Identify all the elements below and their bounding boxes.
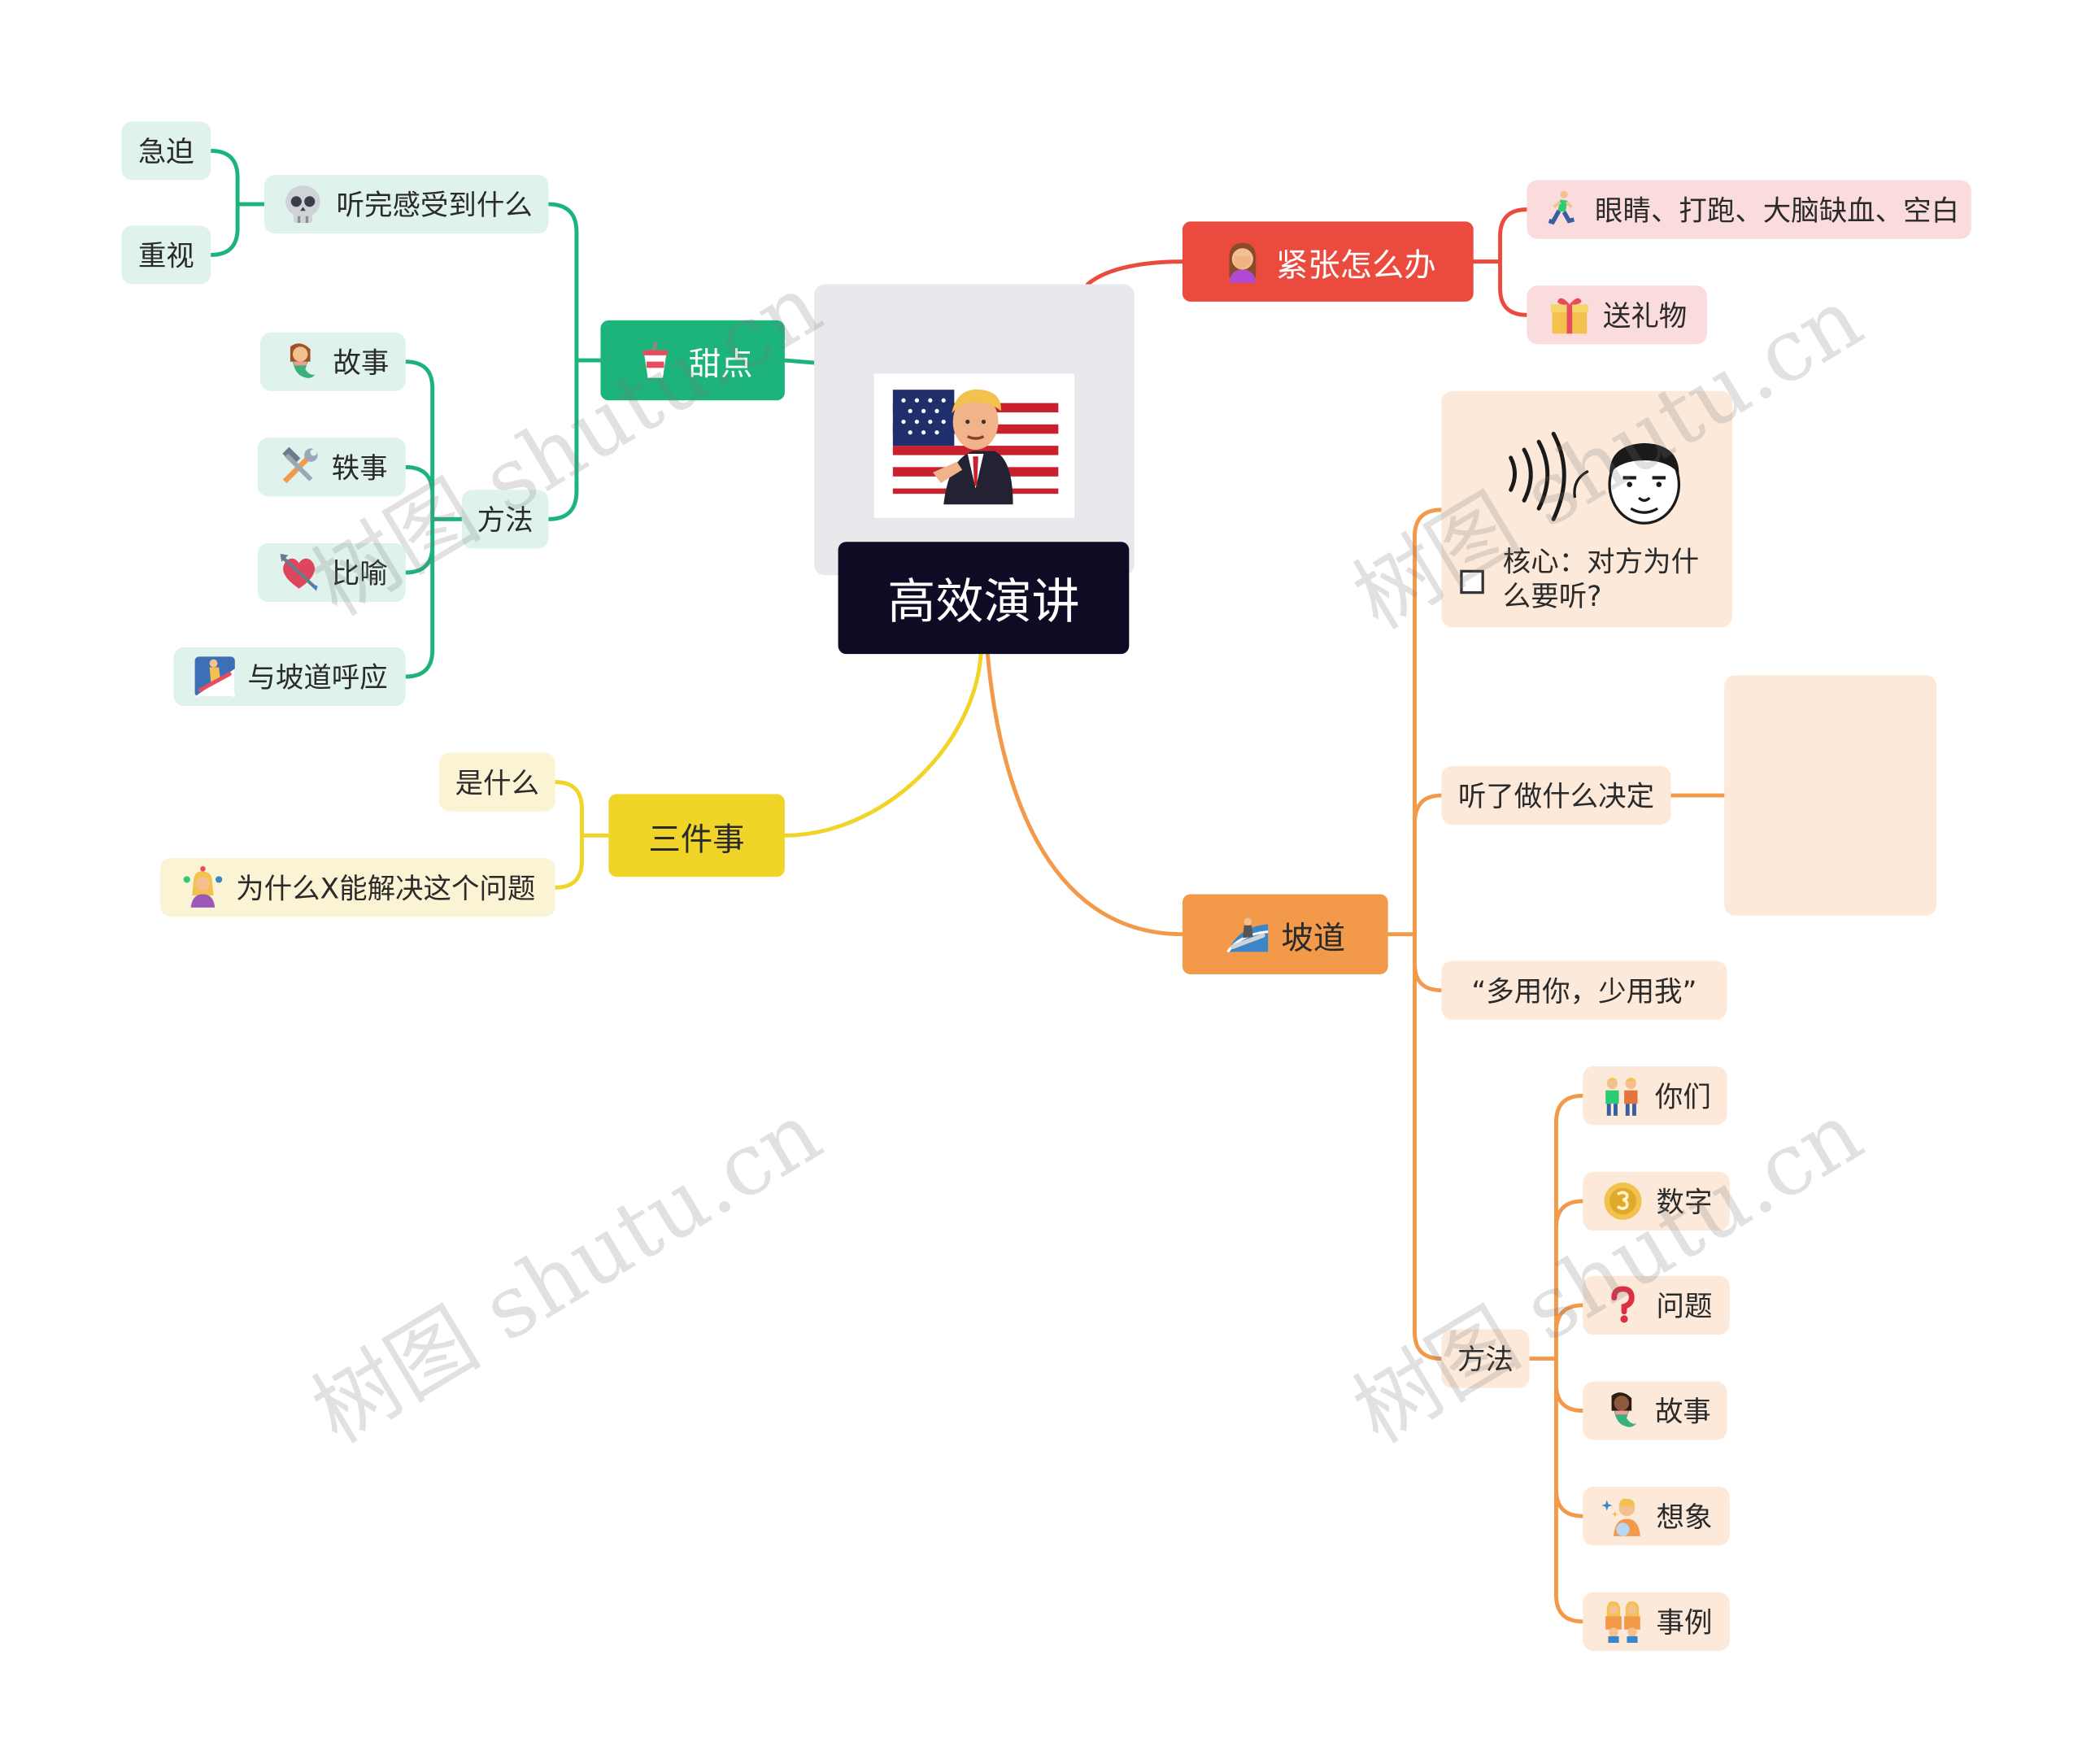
number-coin-icon — [1601, 1178, 1646, 1224]
mermaid-icon — [1599, 1388, 1644, 1434]
ramp-methods-label: 方法 — [1457, 1344, 1514, 1376]
sweet-methods-node[interactable]: 方法 — [461, 490, 549, 549]
central-topic[interactable]: 高效演讲 — [838, 542, 1130, 655]
feel-item-importance[interactable]: 重视 — [121, 225, 211, 285]
juggler-icon — [180, 865, 225, 910]
sweet-method-echo-ramp-label: 与坡道呼应 — [247, 661, 388, 695]
drink-cup-icon — [633, 338, 678, 383]
sweet-method-anecdote[interactable]: 轶事 — [257, 438, 406, 497]
sweet-method-story-label: 故事 — [333, 346, 390, 380]
branch-nervous-label: 紧张怎么办 — [1275, 246, 1436, 284]
heart-arrow-icon — [276, 550, 321, 595]
nervous-item-gift-label: 送礼物 — [1602, 300, 1688, 333]
three-item-why[interactable]: 为什么X能解决这个问题 — [159, 858, 555, 917]
blank-attachment-card — [1724, 675, 1937, 916]
sweet-method-echo-ramp[interactable]: 与坡道呼应 — [173, 647, 406, 707]
ramp-decide-node[interactable]: 听了做什么决定 — [1441, 765, 1671, 825]
ramp-decide-label: 听了做什么决定 — [1457, 781, 1655, 813]
ramp-core-label: 核心：对方为什么要听? — [1502, 546, 1700, 613]
facepalm-icon — [1220, 239, 1265, 285]
branch-ramp-label: 坡道 — [1281, 918, 1346, 956]
feel-item-urgent-label: 急迫 — [137, 136, 194, 168]
sweet-method-metaphor[interactable]: 比喻 — [257, 542, 406, 603]
ramp-method-you-label: 你们 — [1654, 1081, 1711, 1113]
ramp-quote-label: “多用你，少用我” — [1471, 975, 1697, 1008]
sweet-method-anecdote-label: 轶事 — [331, 452, 388, 485]
ramp-quote-node[interactable]: “多用你，少用我” — [1441, 960, 1727, 1020]
question-mark-icon — [1601, 1283, 1646, 1328]
central-topic-label: 高效演讲 — [887, 575, 1080, 630]
nervous-item-symptoms-label: 眼睛、打跑、大脑缺血、空白 — [1595, 194, 1960, 227]
mermaid-icon — [277, 339, 323, 385]
runner-icon — [1539, 187, 1584, 233]
branch-sweet-label: 甜点 — [688, 345, 753, 383]
branch-sweet[interactable]: 甜点 — [600, 320, 785, 401]
branch-nervous[interactable]: 紧张怎么办 — [1182, 221, 1474, 302]
branch-ramp[interactable]: 坡道 — [1182, 894, 1388, 974]
branch-three-things[interactable]: 三件事 — [608, 794, 785, 878]
ramp-method-story[interactable]: 故事 — [1583, 1381, 1727, 1440]
surfer-icon — [1225, 912, 1270, 957]
speaker-portrait-image — [873, 373, 1075, 518]
ramp-method-imagine[interactable]: 想象 — [1583, 1487, 1730, 1546]
ramp-core-card[interactable]: 核心：对方为什么要听? — [1441, 390, 1733, 628]
family-icon — [1601, 1599, 1646, 1644]
three-item-why-label: 为什么X能解决这个问题 — [236, 873, 536, 905]
ramp-method-example[interactable]: 事例 — [1583, 1592, 1730, 1651]
sweet-feel-node[interactable]: 听完感受到什么 — [264, 174, 549, 234]
ramp-method-number-label: 数字 — [1656, 1186, 1713, 1219]
ramp-method-story-label: 故事 — [1654, 1396, 1711, 1428]
branch-three-things-label: 三件事 — [648, 820, 745, 858]
hammer-wrench-icon — [276, 444, 321, 490]
feel-item-urgent[interactable]: 急迫 — [121, 121, 211, 181]
ramp-method-question-label: 问题 — [1656, 1290, 1713, 1323]
ramp-method-imagine-label: 想象 — [1656, 1501, 1713, 1534]
sweet-method-story[interactable]: 故事 — [260, 332, 406, 391]
sweet-method-metaphor-label: 比喻 — [331, 557, 388, 590]
ramp-method-you[interactable]: 你们 — [1583, 1066, 1727, 1126]
skull-icon — [281, 181, 326, 227]
sweet-feel-label: 听完感受到什么 — [336, 189, 533, 222]
nervous-item-symptoms[interactable]: 眼睛、打跑、大脑缺血、空白 — [1527, 180, 1971, 239]
fortune-teller-icon — [1601, 1493, 1646, 1539]
gift-icon — [1547, 292, 1592, 338]
three-item-what[interactable]: 是什么 — [438, 752, 555, 812]
ramp-method-question[interactable]: 问题 — [1583, 1275, 1730, 1335]
feel-item-importance-label: 重视 — [137, 240, 194, 272]
ramp-method-number[interactable]: 数字 — [1583, 1171, 1730, 1231]
three-item-what-label: 是什么 — [455, 767, 539, 799]
checkbox-icon[interactable] — [1460, 569, 1484, 595]
ramp-methods-node[interactable]: 方法 — [1441, 1329, 1530, 1388]
two-people-icon — [1599, 1073, 1644, 1118]
snowboarder-icon — [191, 654, 237, 699]
sweet-methods-label: 方法 — [477, 504, 534, 537]
ramp-method-example-label: 事例 — [1656, 1606, 1713, 1640]
nervous-item-gift[interactable]: 送礼物 — [1527, 285, 1707, 345]
talking-face-image — [1495, 431, 1682, 527]
